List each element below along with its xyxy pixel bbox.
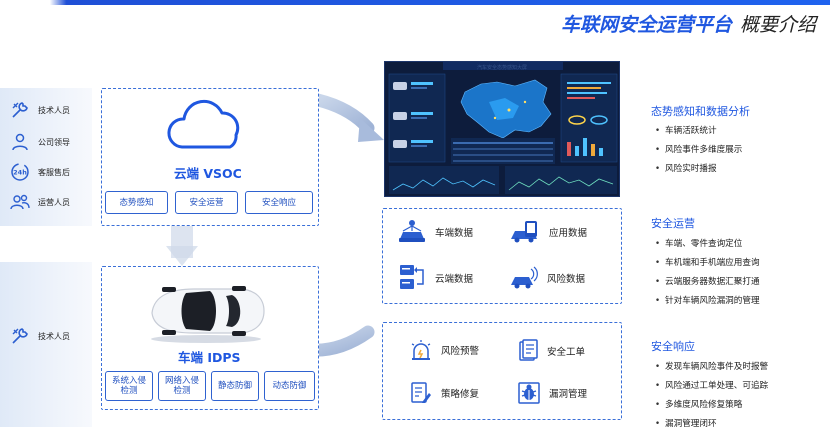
bullet-item: 发现车辆风险事件及时报警	[655, 360, 768, 372]
bullet-item: 车端、零件查询定位	[655, 237, 742, 249]
car-idps-box: 车端 IDPS 系统入侵 检测 网络入侵 检测 静态防御 动态防御	[101, 266, 319, 410]
tag-network-intrusion-detection: 网络入侵 检测	[158, 371, 206, 401]
vehicle-network-icon	[399, 220, 425, 242]
edit-doc-icon	[411, 382, 431, 403]
person-icon	[12, 133, 28, 151]
role-panel-bottom: 技术人员	[0, 262, 92, 427]
item-cloud-data: 云端数据	[397, 263, 473, 293]
item-risk-data: 风险数据	[509, 265, 585, 291]
bullet-item: 风险通过工单处理、可追踪	[655, 379, 768, 391]
tag-situation-awareness: 态势感知	[105, 191, 168, 214]
dashboard-screenshot: 汽车安全态势感知大屏	[384, 61, 620, 197]
bullet-item: 车机端和手机端应用查询	[655, 256, 760, 268]
response-actions-box: 风险预警 安全工单 策略修复 漏洞管理	[382, 322, 622, 420]
server-icon	[400, 265, 424, 289]
tag-security-operations: 安全运营	[175, 191, 238, 214]
item-policy-repair: 策略修复	[409, 381, 479, 405]
car-title: 车端 IDPS	[178, 350, 241, 365]
item-vehicle-data: 车端数据	[397, 219, 473, 245]
bullet-item: 风险事件多维度展示	[655, 143, 742, 155]
role-tech-staff: 技术人员	[10, 100, 70, 120]
section-title-operations: 安全运营	[651, 217, 695, 230]
svg-text:24h: 24h	[13, 169, 27, 177]
service-24h-icon: 24h	[11, 163, 29, 181]
item-application-data: 应用数据	[509, 219, 587, 245]
item-vulnerability-management: 漏洞管理	[517, 381, 587, 405]
top-accent-bar	[0, 0, 830, 5]
page-title: 车联网安全运营平台概要介绍	[560, 14, 816, 36]
alarm-icon	[411, 340, 431, 360]
document-icon	[519, 339, 538, 361]
role-panel-top: 技术人员 公司领导 24h 客服售后 运营人员	[0, 88, 92, 226]
section-title-situation: 态势感知和数据分析	[651, 105, 750, 118]
car-icon	[151, 286, 265, 343]
role-tech-staff-car: 技术人员	[10, 326, 70, 346]
car-risk-icon	[511, 266, 538, 289]
car-app-icon	[511, 221, 537, 243]
bullet-item: 针对车辆风险漏洞的管理	[655, 294, 760, 306]
bullet-item: 车辆活跃统计	[655, 124, 717, 136]
data-sources-box: 车端数据 应用数据 云端数据 风险数据	[382, 208, 622, 304]
tools-icon	[12, 102, 28, 118]
tools-icon	[12, 328, 28, 344]
tag-dynamic-defense: 动态防御	[264, 371, 315, 401]
bullet-item: 风险实时播报	[655, 162, 717, 174]
cloud-vsoc-box: 云端 VSOC 态势感知 安全运营 安全响应	[101, 88, 319, 226]
item-security-ticket: 安全工单	[517, 339, 585, 363]
cloud-icon	[167, 99, 240, 149]
tag-system-intrusion-detection: 系统入侵 检测	[105, 371, 153, 401]
people-icon	[10, 194, 30, 210]
role-company-leader: 公司领导	[10, 132, 70, 152]
dashboard-graphics	[388, 62, 618, 194]
section-title-response: 安全响应	[651, 340, 695, 353]
bullet-item: 云端服务器数据汇聚打通	[655, 275, 760, 287]
bullet-item: 多维度风险修复策略	[655, 398, 742, 410]
tag-security-response: 安全响应	[245, 191, 313, 214]
role-customer-service: 24h 客服售后	[10, 162, 70, 182]
bug-icon	[518, 382, 540, 404]
tag-static-defense: 静态防御	[211, 371, 259, 401]
role-operations-staff: 运营人员	[10, 192, 70, 212]
cloud-title: 云端 VSOC	[174, 166, 242, 181]
item-risk-warning: 风险预警	[409, 339, 479, 361]
bullet-item: 漏洞管理闭环	[655, 417, 717, 429]
